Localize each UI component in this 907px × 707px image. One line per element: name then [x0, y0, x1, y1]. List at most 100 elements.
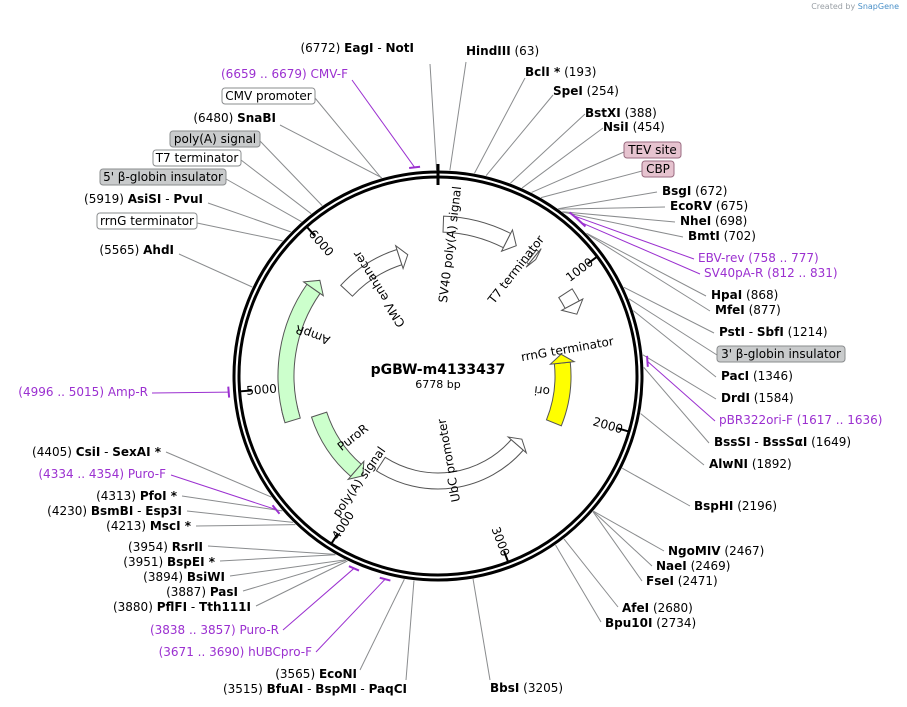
primer-pbr[interactable]: pBR322ori-F (1617 .. 1636): [719, 413, 882, 427]
feature-box-cbp[interactable]: CBP: [641, 160, 675, 178]
primer-amprp[interactable]: (4996 .. 5015) Amp-R: [18, 385, 148, 399]
site-csi[interactable]: (4405) CsiI - SexAI *: [32, 445, 162, 459]
site-eag[interactable]: (6772) EagI - NotI: [300, 41, 414, 55]
site-bcl[interactable]: BclI * (193): [525, 65, 596, 79]
site-ecorv[interactable]: EcoRV (675): [670, 199, 748, 213]
feature-box-glob5[interactable]: 5' β-globin insulator: [99, 168, 227, 186]
feature-ori[interactable]: ori: [534, 353, 576, 427]
feature-box-rrng[interactable]: rrnG terminator: [96, 212, 198, 230]
feature-rrnG[interactable]: rrnG terminator: [520, 288, 615, 364]
feature-box-tev[interactable]: TEV site: [623, 141, 682, 159]
feature-ampr[interactable]: AmpR: [277, 279, 332, 424]
site-bsg[interactable]: BsgI (672): [662, 184, 727, 198]
feature-polyaf[interactable]: poly(A) signal: [280, 405, 388, 520]
site-bpu[interactable]: Bpu10I (2734): [605, 616, 696, 630]
feature-body: [310, 411, 362, 478]
site-ahd[interactable]: (5565) AhdI: [99, 243, 174, 257]
plasmid-name: pGBW-m4133437: [371, 362, 506, 378]
feature-box-bg: [623, 141, 682, 159]
site-hpa[interactable]: HpaI (868): [711, 288, 778, 302]
box-leader-rrng: [196, 222, 283, 242]
site-bmt[interactable]: BmtI (702): [688, 229, 756, 243]
feature-ubc[interactable]: UbC promoter: [375, 418, 528, 503]
leader-econ: [359, 579, 405, 671]
feature-box-cmvprom[interactable]: CMV promoter: [221, 87, 316, 105]
feature-box-t7term[interactable]: T7 terminator: [152, 149, 242, 167]
site-asis[interactable]: (5919) AsiSI - PvuI: [84, 192, 203, 206]
site-nhe[interactable]: NheI (698): [680, 214, 747, 228]
tick-label-3000: 3000: [489, 525, 513, 559]
feature-box-label: 5' β-globin insulator: [103, 170, 223, 184]
primer-leader-sv40par: [581, 222, 701, 275]
site-bfua[interactable]: (3515) BfuAI - BspMI - PaqCI: [223, 682, 407, 696]
leader-pflf: [255, 560, 348, 607]
feature-box-bg: [221, 87, 316, 105]
site-pas[interactable]: (3887) PasI: [166, 585, 238, 599]
box-leader-cbp: [540, 170, 643, 199]
site-fse[interactable]: FseI (2471): [646, 574, 718, 588]
site-econ[interactable]: (3565) EcoNI: [275, 667, 357, 681]
leader-alwn: [640, 413, 705, 466]
site-bsiw[interactable]: (3894) BsiWI: [143, 570, 225, 584]
leader-bspe: [219, 554, 336, 562]
primer-sv40par[interactable]: SV40pA-R (812 .. 831): [704, 266, 838, 280]
primer-mark-ebvrev: [568, 211, 579, 221]
site-msc[interactable]: (4213) MscI *: [106, 519, 192, 533]
site-snab[interactable]: (6480) SnaBI: [193, 111, 276, 125]
leader-asis: [207, 202, 291, 233]
site-pfo[interactable]: (4313) PfoI *: [96, 489, 178, 503]
site-ngom[interactable]: NgoMIV (2467): [668, 544, 764, 558]
feature-label-ori: ori: [534, 383, 551, 399]
feature-label-ubc: UbC promoter: [435, 418, 463, 503]
box-leader-glob5: [225, 178, 302, 223]
site-bsmb[interactable]: (4230) BsmBI - Esp3I: [47, 504, 182, 518]
leader-bmt: [562, 211, 684, 238]
site-rsr[interactable]: (3954) RsrII: [128, 540, 203, 554]
primer-puror[interactable]: (3838 .. 3857) Puro-R: [150, 623, 279, 637]
site-bspe[interactable]: (3951) BspEI *: [123, 555, 215, 569]
site-bbs[interactable]: BbsI (3205): [490, 681, 563, 695]
feature-box-glob3[interactable]: 3' β-globin insulator: [716, 345, 846, 363]
primer-leader-purof: [170, 474, 277, 511]
feature-box-label: rrnG terminator: [100, 214, 194, 228]
feature-box-bg: [152, 149, 242, 167]
primer-ebvrev[interactable]: EBV-rev (758 .. 777): [698, 251, 819, 265]
site-nae[interactable]: NaeI (2469): [656, 559, 730, 573]
box-leader-glob3: [628, 298, 718, 356]
feature-cmvenh[interactable]: CMV enhancer: [340, 244, 409, 330]
feature-box-label: poly(A) signal: [174, 132, 256, 146]
primer-hubc[interactable]: (3671 .. 3690) hUBCpro-F: [159, 645, 312, 659]
site-afe[interactable]: AfeI (2680): [622, 601, 693, 615]
tick-label-5000: 5000: [246, 382, 278, 398]
site-nsi[interactable]: NsiI (454): [603, 120, 665, 134]
watermark-prefix: Created by: [811, 2, 856, 11]
primer-leader-cmvf: [351, 79, 415, 168]
plasmid-size: 6778 bp: [415, 378, 460, 391]
site-pflf[interactable]: (3880) PflFI - Tth111I: [113, 600, 251, 614]
feature-arrowhead: [506, 436, 528, 455]
feature-box-polya[interactable]: poly(A) signal: [169, 130, 261, 148]
site-hind[interactable]: HindIII (63): [466, 44, 539, 58]
primer-purof[interactable]: (4334 .. 4354) Puro-F: [38, 467, 166, 481]
site-pac[interactable]: PacI (1346): [721, 369, 793, 383]
primer-cmvf[interactable]: (6659 .. 6679) CMV-F: [221, 67, 348, 81]
tick-6000: [306, 226, 316, 237]
primer-leader-pbr: [647, 360, 716, 422]
site-bstx[interactable]: BstXI (388): [585, 106, 657, 120]
tick-label-1000: 1000: [563, 255, 596, 285]
site-pst[interactable]: PstI - SbfI (1214): [719, 325, 828, 339]
site-spe[interactable]: SpeI (254): [553, 84, 619, 98]
site-bsss[interactable]: BssSI - BssSαI (1649): [714, 435, 851, 449]
feature-body: [375, 438, 524, 490]
leader-pas: [242, 559, 347, 592]
watermark: Created by SnapGene: [811, 2, 899, 11]
primer-leader-puror: [282, 568, 355, 631]
leader-afe: [563, 538, 619, 608]
site-alwn[interactable]: AlwNI (1892): [709, 457, 792, 471]
site-mfe[interactable]: MfeI (877): [715, 303, 781, 317]
site-drd[interactable]: DrdI (1584): [721, 391, 794, 405]
primer-leader-ebvrev: [573, 215, 695, 260]
site-bsph[interactable]: BspHI (2196): [694, 499, 777, 513]
box-leader-cmvprom: [314, 97, 382, 179]
site-labels: (6772) EagI - NotI HindIII (63) BclI * (19…: [18, 41, 882, 696]
